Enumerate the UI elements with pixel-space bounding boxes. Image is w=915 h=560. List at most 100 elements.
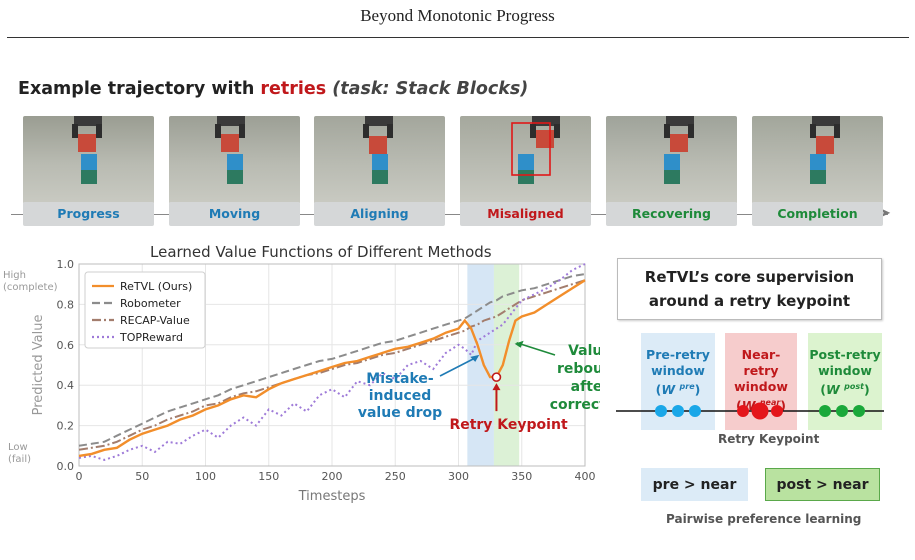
x-tick-label: 200 bbox=[322, 470, 343, 483]
window-symbol: (W pre) bbox=[655, 382, 701, 398]
blue-block bbox=[810, 154, 826, 170]
window-sample-dot bbox=[689, 405, 701, 417]
trajectory-frame bbox=[606, 116, 737, 204]
window-label: Near-retry bbox=[741, 347, 781, 378]
x-tick-label: 300 bbox=[448, 470, 469, 483]
drop-annotation: induced bbox=[369, 388, 432, 404]
blue-block bbox=[81, 154, 97, 170]
y-high-label: (complete) bbox=[3, 282, 58, 293]
figure-title-highlight: retries bbox=[260, 79, 327, 99]
stage-label: Misaligned bbox=[460, 202, 591, 226]
side-panel-title-line2: around a retry keypoint bbox=[648, 292, 851, 310]
shaded-region bbox=[493, 264, 520, 466]
x-tick-label: 350 bbox=[511, 470, 532, 483]
trajectory-frame bbox=[169, 116, 300, 204]
red-block bbox=[369, 136, 387, 154]
y-tick-label: 0.6 bbox=[57, 339, 75, 352]
window-symbol: (W post) bbox=[820, 382, 870, 398]
green-block bbox=[81, 170, 97, 184]
gripper-finger bbox=[215, 124, 221, 138]
frame-scene bbox=[72, 116, 102, 184]
timeline-arrow bbox=[11, 214, 888, 215]
trajectory-frame bbox=[314, 116, 445, 204]
gripper-finger bbox=[72, 124, 78, 138]
pref-post-near: post > near bbox=[765, 468, 880, 501]
blue-block bbox=[372, 154, 388, 170]
gripper-body bbox=[217, 116, 245, 126]
green-block bbox=[664, 170, 680, 184]
window-timeline bbox=[616, 402, 884, 420]
red-block bbox=[221, 134, 239, 152]
frame-scene bbox=[664, 116, 694, 184]
frame-scene bbox=[215, 116, 245, 184]
window-sample-dot bbox=[819, 405, 831, 417]
window-label: Pre-retry bbox=[646, 347, 710, 362]
x-tick-label: 100 bbox=[195, 470, 216, 483]
red-block bbox=[816, 136, 834, 154]
y-high-label: High bbox=[3, 270, 26, 281]
trajectory-frame bbox=[23, 116, 154, 204]
series-line bbox=[78, 279, 586, 458]
gripper-body bbox=[74, 116, 102, 126]
window-label: window bbox=[818, 363, 872, 378]
blue-block bbox=[664, 154, 680, 170]
x-tick-label: 0 bbox=[76, 470, 83, 483]
side-panel-title-line1: ReTVL’s core supervision bbox=[644, 268, 855, 286]
plot-frame bbox=[78, 263, 586, 467]
gripper-finger bbox=[363, 124, 369, 138]
timeline-arrow-head-icon: ➤ bbox=[880, 206, 891, 221]
keypoint-arrow-head bbox=[492, 383, 501, 391]
window-label: window bbox=[734, 379, 788, 394]
chart-title: Learned Value Functions of Different Met… bbox=[150, 243, 492, 261]
figure-title-task: task: Stack Blocks bbox=[340, 79, 521, 99]
rebound-annotation: after bbox=[571, 379, 600, 395]
green-block bbox=[518, 170, 534, 184]
trajectory-frame bbox=[460, 116, 591, 204]
stage-label: Progress bbox=[23, 202, 154, 226]
frame-scene bbox=[363, 116, 393, 184]
trajectory-frame bbox=[752, 116, 883, 204]
gripper-finger bbox=[387, 124, 393, 138]
green-block bbox=[810, 170, 826, 184]
window-sample-dot bbox=[672, 405, 684, 417]
y-tick-label: 0.2 bbox=[57, 420, 75, 433]
y-low-label: Low bbox=[8, 442, 28, 453]
rebound-annotation: rebound bbox=[557, 361, 600, 377]
blue-block bbox=[227, 154, 243, 170]
gripper-finger bbox=[530, 124, 536, 138]
gripper-finger bbox=[554, 124, 560, 138]
gripper-finger bbox=[239, 124, 245, 138]
legend-box bbox=[84, 271, 206, 349]
drop-arrow-head bbox=[470, 354, 480, 362]
x-tick-label: 150 bbox=[258, 470, 279, 483]
red-block bbox=[536, 130, 554, 148]
y-axis-label: Predicted Value bbox=[31, 315, 46, 416]
x-tick-label: 250 bbox=[385, 470, 406, 483]
window-sample-dot bbox=[655, 405, 667, 417]
figure-title-close: ) bbox=[520, 79, 529, 99]
keypoint-annotation: Retry Keypoint bbox=[449, 417, 568, 433]
gripper-finger bbox=[688, 124, 694, 138]
rebound-annotation: correction bbox=[550, 397, 600, 413]
stage-label: Completion bbox=[752, 202, 883, 226]
stage-label: Recovering bbox=[606, 202, 737, 226]
misalign-highlight-box bbox=[511, 122, 551, 176]
window-label: Post-retry bbox=[809, 347, 881, 362]
legend-label: Robometer bbox=[120, 297, 181, 310]
gripper-finger bbox=[834, 124, 840, 138]
gripper-finger bbox=[96, 124, 102, 138]
window-sample-dot bbox=[751, 402, 769, 420]
gripper-body bbox=[532, 116, 560, 126]
x-tick-label: 400 bbox=[575, 470, 596, 483]
blue-block bbox=[518, 154, 534, 170]
legend-label: TOPReward bbox=[119, 331, 183, 344]
figure-title: Example trajectory with retries (task: S… bbox=[18, 79, 528, 99]
shaded-region bbox=[467, 264, 494, 466]
header-rule bbox=[7, 37, 909, 38]
green-block bbox=[227, 170, 243, 184]
window-sample-dot bbox=[771, 405, 783, 417]
drop-annotation: value drop bbox=[358, 405, 442, 421]
window-sample-dot bbox=[853, 405, 865, 417]
gripper-finger bbox=[664, 124, 670, 138]
